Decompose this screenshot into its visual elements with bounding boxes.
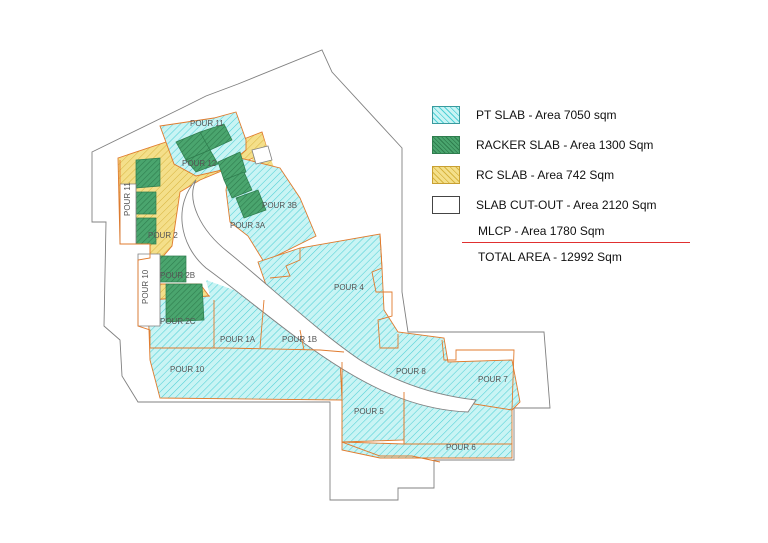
pour-label: POUR 3A xyxy=(230,221,266,230)
pour-label: POUR 2C xyxy=(160,317,196,326)
racker-slab-area xyxy=(135,191,157,215)
legend-label: RC SLAB - Area 742 Sqm xyxy=(476,168,615,182)
ramp-cutout xyxy=(181,179,477,413)
pour-label: POUR 11 xyxy=(123,182,132,216)
slab-cutout-swatch xyxy=(432,196,460,214)
racker-slab-area xyxy=(165,283,205,323)
pour-label: POUR 1B xyxy=(282,335,317,344)
total-separator-line xyxy=(462,242,690,243)
pt-slab-area xyxy=(341,441,513,459)
pour-label: POUR 4 xyxy=(334,283,364,292)
pour-label: POUR 2 xyxy=(148,231,178,240)
pour-label: POUR 5 xyxy=(354,407,384,416)
racker-slab-area xyxy=(135,157,161,189)
pour-label: POUR 11 xyxy=(190,119,224,128)
racker-slab-swatch xyxy=(432,136,460,154)
legend-label: RACKER SLAB - Area 1300 Sqm xyxy=(476,138,654,152)
pour-label: POUR 10 xyxy=(141,269,150,304)
pour-label: POUR 12 xyxy=(182,159,217,168)
pour-label: POUR 10 xyxy=(170,365,205,374)
legend: PT SLAB - Area 7050 sqm RACKER SLAB - Ar… xyxy=(432,102,702,264)
rc-slab-swatch xyxy=(432,166,460,184)
pt-slab-area xyxy=(206,280,262,312)
pour-label: POUR 2B xyxy=(160,271,195,280)
legend-mlcp: MLCP - Area 1780 Sqm xyxy=(478,224,605,238)
pour-label: POUR 6 xyxy=(446,443,476,452)
legend-label: PT SLAB - Area 7050 sqm xyxy=(476,108,617,122)
pour-label: POUR 3B xyxy=(262,201,297,210)
pour-label: POUR 1A xyxy=(220,335,256,344)
pour-label: POUR 8 xyxy=(396,367,426,376)
racker-slab-area xyxy=(223,171,253,199)
slab-cutout xyxy=(251,145,273,165)
site-boundary xyxy=(91,49,551,501)
legend-item-racker-slab: RACKER SLAB - Area 1300 Sqm xyxy=(432,132,702,162)
legend-total: TOTAL AREA - 12992 Sqm xyxy=(478,250,622,264)
legend-label: SLAB CUT-OUT - Area 2120 Sqm xyxy=(476,198,657,212)
pour-boundary xyxy=(119,160,515,463)
pour-label: POUR 7 xyxy=(478,375,508,384)
pour-boundary xyxy=(269,233,399,349)
legend-item-pt-slab: PT SLAB - Area 7050 sqm xyxy=(432,102,702,132)
racker-slab-area xyxy=(185,149,219,173)
racker-slab-area xyxy=(217,151,247,181)
legend-item-rc-slab: RC SLAB - Area 742 Sqm xyxy=(432,162,702,192)
racker-slab-area xyxy=(199,123,233,151)
legend-item-slab-cutout: SLAB CUT-OUT - Area 2120 Sqm xyxy=(432,192,702,222)
racker-slab-area xyxy=(235,189,267,219)
pt-slab-swatch xyxy=(432,106,460,124)
